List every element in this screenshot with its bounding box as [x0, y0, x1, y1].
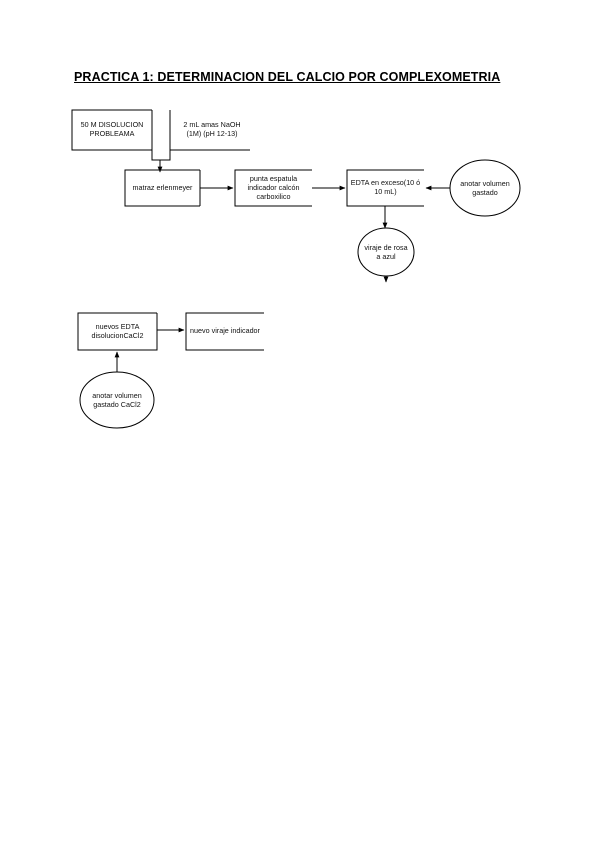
- box-nuevos-edta: [77, 312, 158, 351]
- label-naoh: 2 mL amas NaOH (1M) (pH 12-13): [183, 120, 241, 138]
- box-matraz: [124, 169, 200, 207]
- label-indicador: punta espatula indicador calcón carboxil…: [247, 174, 300, 201]
- connector-disolucion-matraz: [151, 110, 163, 173]
- label-nuevos-edta: nuevos EDTA disolucionCaCl2: [91, 322, 144, 340]
- box-nuevo-viraje: [185, 312, 264, 351]
- ellipse-anotar-cacl2: [79, 371, 155, 429]
- ellipse-anotar-volumen: [449, 159, 521, 217]
- page-title: PRACTICA 1: DETERMINACION DEL CALCIO POR…: [74, 70, 501, 84]
- connector-naoh-matraz: [160, 110, 171, 161]
- label-edta-exceso: EDTA en exceso(10 ó 10 mL): [350, 178, 421, 196]
- label-matraz: matraz erlenmeyer: [132, 183, 193, 192]
- box-indicador: [234, 169, 312, 207]
- label-disolucion: 50 M DISOLUCION PROBLEAMA: [80, 120, 144, 138]
- label-nuevo-viraje: nuevo viraje indicador: [190, 326, 260, 335]
- label-anotar-cacl2: anotar volumen gastado CaCl2: [92, 391, 142, 409]
- box-disolucion: [71, 109, 152, 151]
- label-anotar-volumen: anotar volumen gastado: [460, 179, 510, 197]
- label-viraje: viraje de rosa a azul: [364, 243, 408, 261]
